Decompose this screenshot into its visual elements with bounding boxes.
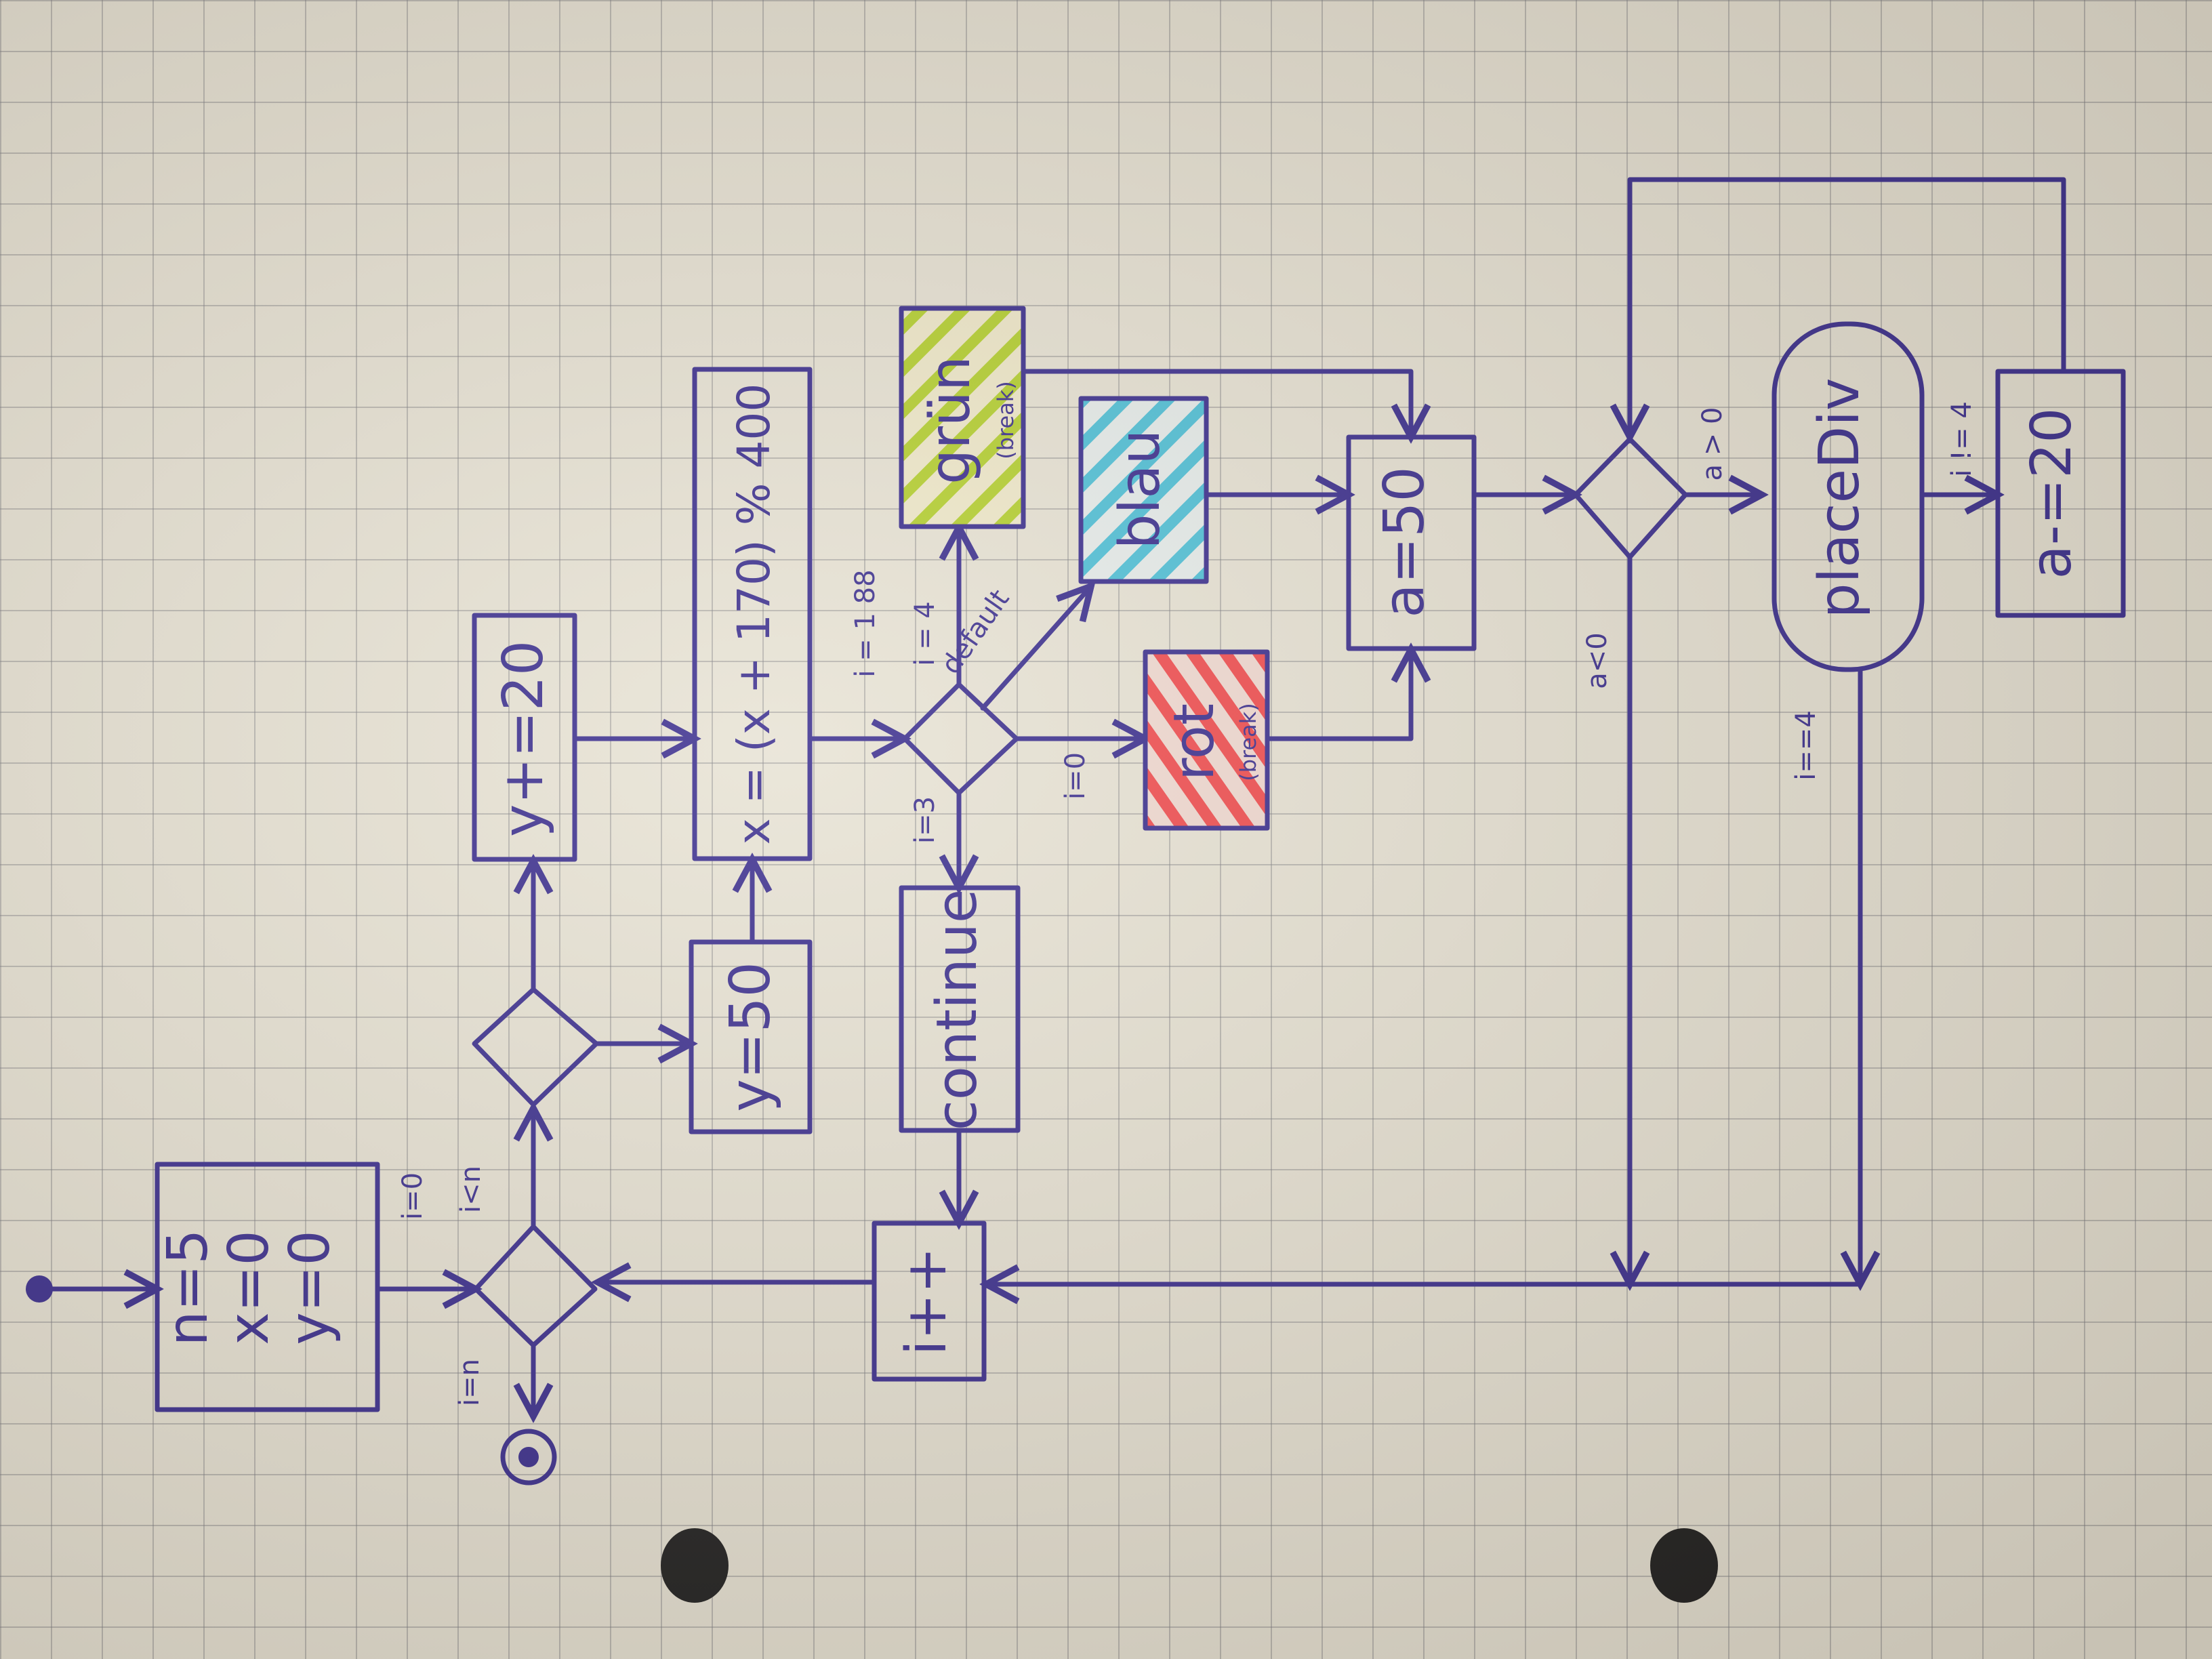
edge-label-default: default bbox=[935, 584, 1015, 680]
a-set-box: a=50 bbox=[1346, 434, 1477, 651]
edge-label-case-4: i = 4 bbox=[909, 601, 941, 666]
switch-decision-diamond bbox=[902, 682, 1019, 796]
punch-holes bbox=[661, 1528, 1718, 1603]
increment-label: i++ bbox=[895, 1247, 959, 1355]
a-sub-label: a-=20 bbox=[2020, 408, 2084, 579]
init-line-3: y=0 bbox=[278, 1230, 342, 1345]
y-plus-label: y+=20 bbox=[491, 640, 556, 837]
edge-label-case-3: i=3 bbox=[909, 796, 941, 844]
x-calc-box: x = (x + 170) % 400 bbox=[692, 367, 813, 861]
init-line-1: n=5 bbox=[156, 1229, 220, 1347]
edge-label-loop-enter: i=0 bbox=[397, 1172, 428, 1220]
edge-label-case-1-88: i = 1 88 bbox=[850, 569, 881, 677]
edge-label-a-positive: a > 0 bbox=[1697, 407, 1728, 481]
init-line-2: x=0 bbox=[217, 1230, 281, 1345]
start-node bbox=[26, 1275, 53, 1303]
y-plus-box: y+=20 bbox=[472, 613, 577, 862]
continue-label: continue bbox=[925, 889, 989, 1131]
edge-label-a-negative: a<0 bbox=[1582, 632, 1613, 689]
arrow-a-sub-loop-back bbox=[1630, 177, 2066, 437]
edge-label-loop-condition: i<n bbox=[455, 1166, 487, 1213]
place-div-terminal: placeDiv bbox=[1771, 321, 1925, 672]
blau-box: blau bbox=[1078, 396, 1209, 584]
gruen-box: grün (break) bbox=[899, 306, 1026, 529]
rot-box: rot (break) bbox=[1143, 649, 1270, 831]
a-sub-box: a-=20 bbox=[1995, 369, 2126, 618]
arrow-switch-to-blau bbox=[980, 586, 1091, 711]
a-decision-diamond bbox=[1573, 436, 1688, 560]
end-node bbox=[500, 1429, 557, 1486]
init-box: n=5 x=0 y=0 bbox=[155, 1162, 380, 1412]
increment-box: i++ bbox=[872, 1221, 987, 1382]
y-set-box: y=50 bbox=[689, 939, 813, 1134]
blau-label: blau bbox=[1108, 429, 1172, 549]
continue-box: continue bbox=[899, 885, 1021, 1133]
y-decision-diamond bbox=[472, 987, 599, 1107]
arrow-gruen-to-a-set bbox=[1021, 369, 1411, 437]
edge-label-i-not-4: i != 4 bbox=[1946, 401, 1978, 477]
rot-break-note: (break) bbox=[1235, 703, 1261, 781]
rot-label: rot bbox=[1162, 703, 1227, 781]
x-calc-label: x = (x + 170) % 400 bbox=[728, 384, 780, 845]
edge-label-loop-exit: i=n bbox=[454, 1359, 485, 1406]
edge-label-i-eq-4: i==4 bbox=[1790, 710, 1822, 781]
a-set-label: a=50 bbox=[1372, 466, 1437, 617]
loop-decision-diamond bbox=[473, 1224, 598, 1348]
gruen-label: grün bbox=[918, 356, 983, 485]
arrow-rot-to-a-set bbox=[1265, 649, 1411, 741]
gruen-break-note: (break) bbox=[993, 381, 1019, 459]
place-div-label: placeDiv bbox=[1807, 377, 1872, 618]
edge-label-case-0: i=0 bbox=[1060, 752, 1091, 800]
y-set-label: y=50 bbox=[718, 962, 783, 1112]
